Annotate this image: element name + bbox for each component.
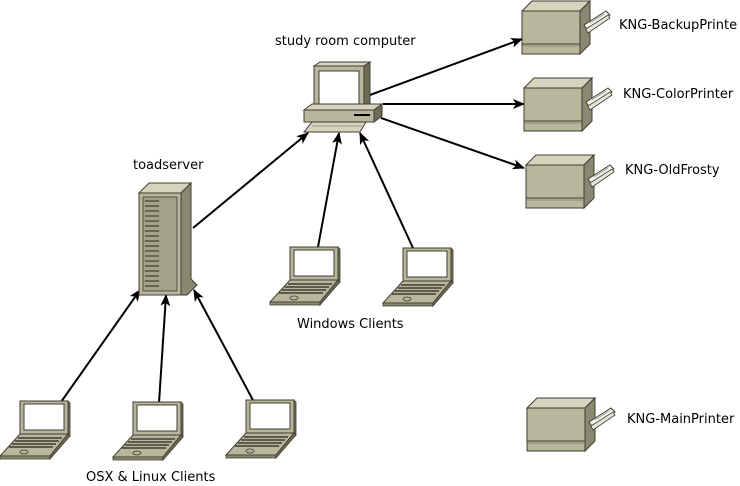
printer-icon[interactable]	[525, 154, 615, 209]
laptop-icon[interactable]	[382, 247, 454, 307]
arrow-osx-client-1-to-server	[60, 289, 141, 403]
oldfrosty-printer-label: KNG-OldFrosty	[625, 163, 720, 178]
arrow-windows-client-2-to-computer	[359, 132, 414, 249]
arrow-windows-client-1-to-computer	[317, 132, 342, 248]
desktop-computer-icon[interactable]	[302, 61, 384, 133]
study-computer-label: study room computer	[275, 34, 416, 49]
laptop-icon[interactable]	[269, 246, 341, 306]
arrow-computer-to-oldfrosty-printer	[380, 117, 525, 170]
printer-icon[interactable]	[521, 0, 611, 55]
printer-icon[interactable]	[526, 397, 616, 452]
toadserver-label: toadserver	[133, 158, 204, 173]
arrow-server-to-computer	[192, 132, 309, 229]
osx-linux-clients-label: OSX & Linux Clients	[86, 470, 216, 485]
windows-clients-label: Windows Clients	[297, 317, 404, 332]
laptop-icon[interactable]	[0, 400, 71, 460]
connections	[60, 38, 525, 404]
arrow-computer-to-backup-printer	[369, 38, 523, 96]
tower-server-icon[interactable]	[137, 181, 198, 296]
printer-icon[interactable]	[523, 77, 613, 132]
arrow-osx-client-2-to-server	[158, 294, 171, 404]
arrow-osx-client-3-to-server	[193, 289, 255, 403]
main-printer-label: KNG-MainPrinter	[627, 412, 735, 427]
backup-printer-label: KNG-BackupPrinte	[619, 18, 738, 33]
color-printer-label: KNG-ColorPrinter	[623, 87, 734, 102]
laptop-icon[interactable]	[225, 399, 297, 459]
laptop-icon[interactable]	[112, 401, 184, 461]
